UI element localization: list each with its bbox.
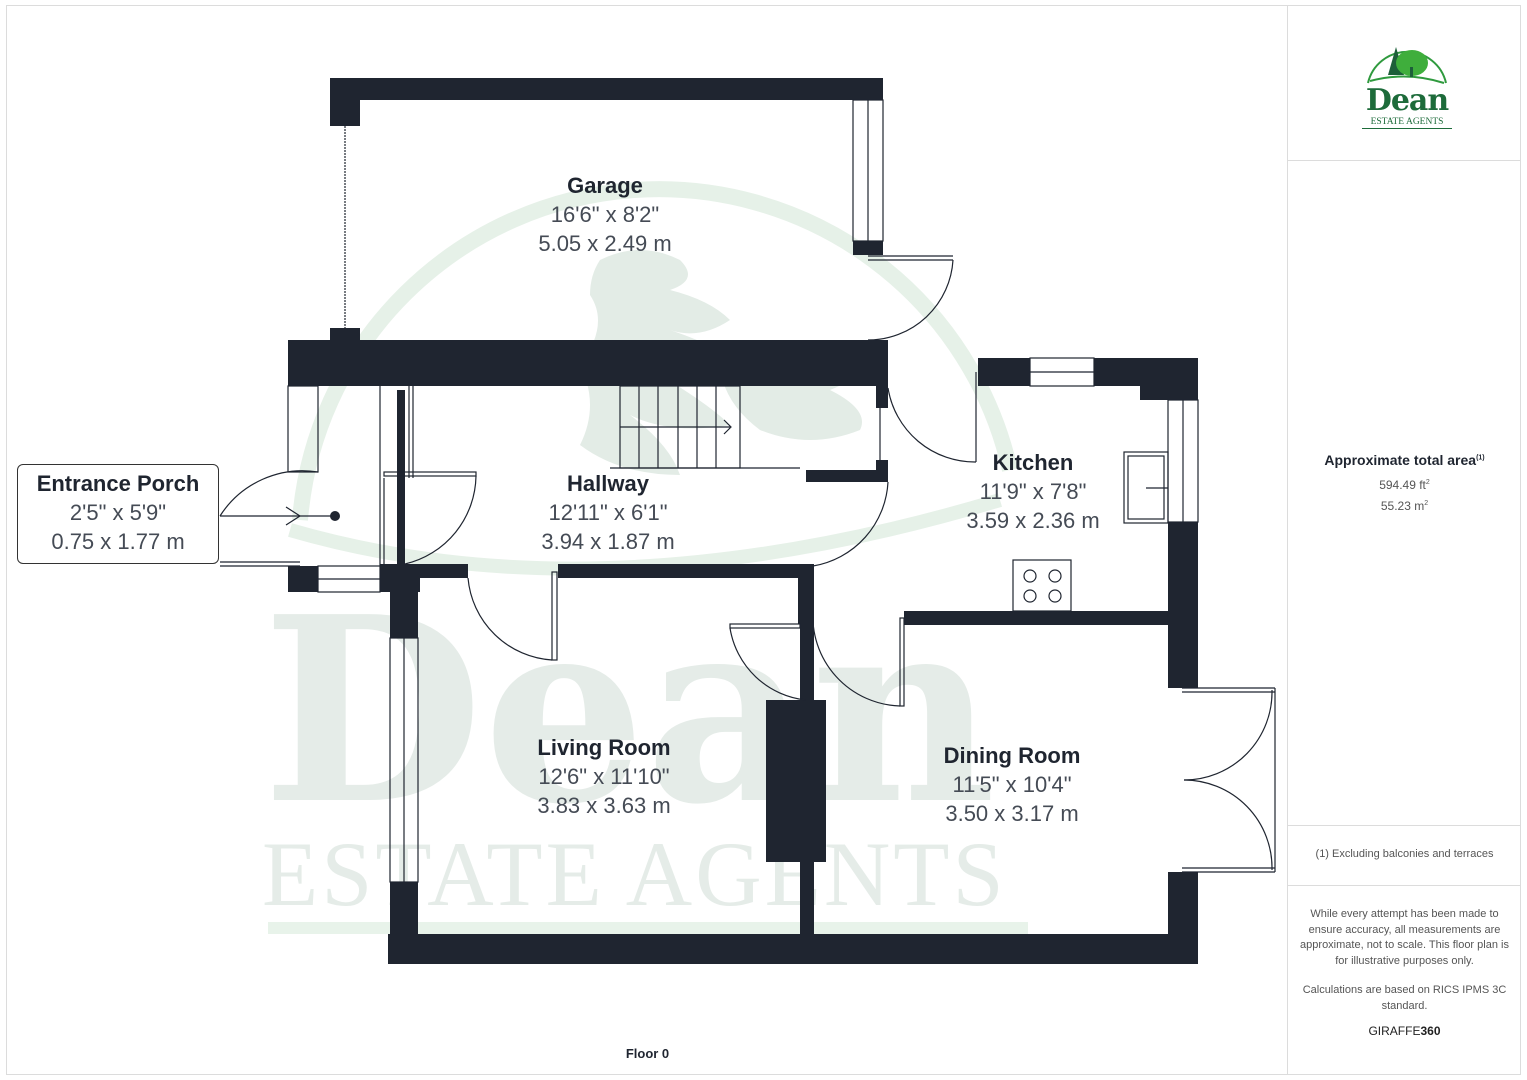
- svg-text:Dean: Dean: [262, 562, 996, 861]
- room-hallway[interactable]: Hallway 12'11" x 6'1" 3.94 x 1.87 m: [508, 470, 708, 556]
- room-dim-metric: 5.05 x 2.49 m: [538, 231, 672, 256]
- info-sidebar: Dean ESTATE AGENTS Approximate total are…: [1287, 5, 1521, 1075]
- room-name: Hallway: [567, 471, 649, 496]
- divider: [1288, 885, 1521, 886]
- disclaimer: While every attempt has been made to ens…: [1300, 908, 1509, 967]
- room-name: Entrance Porch: [36, 471, 200, 496]
- logo-word: Dean: [1365, 83, 1449, 118]
- tree-logo-icon: [1367, 47, 1447, 84]
- page-frame: [6, 5, 1521, 1075]
- fixtures: [219, 99, 1276, 883]
- room-dim-metric: 0.75 x 1.77 m: [51, 529, 185, 554]
- room-dim-imperial: 11'9" x 7'8": [979, 479, 1087, 504]
- footnote: (1) Excluding balconies and terraces: [1315, 848, 1494, 860]
- room-entrance-porch[interactable]: Entrance Porch 2'5" x 5'9" 0.75 x 1.77 m: [17, 464, 219, 564]
- room-name: Garage: [567, 173, 643, 198]
- svg-text:ESTATE AGENTS: ESTATE AGENTS: [262, 823, 1007, 925]
- logo-sub: ESTATE AGENTS: [1362, 117, 1452, 129]
- walls: [288, 78, 1198, 964]
- area-metric: 55.23 m2: [1380, 499, 1429, 513]
- room-kitchen[interactable]: Kitchen 11'9" x 7'8" 3.59 x 2.36 m: [933, 449, 1133, 535]
- room-garage[interactable]: Garage 16'6" x 8'2" 5.05 x 2.49 m: [505, 172, 705, 258]
- divider: [1288, 160, 1521, 161]
- room-dim-imperial: 12'6" x 11'10": [538, 764, 670, 789]
- giraffe360-brand: GIRAFFE360: [1368, 1024, 1441, 1038]
- room-name: Dining Room: [943, 743, 1081, 768]
- room-dim-metric: 3.83 x 3.63 m: [537, 793, 671, 818]
- room-dim-metric: 3.59 x 2.36 m: [966, 508, 1100, 533]
- divider: [1288, 825, 1521, 826]
- room-dim-imperial: 11'5" x 10'4": [952, 772, 1072, 797]
- room-name: Kitchen: [992, 450, 1074, 475]
- room-dim-imperial: 2'5" x 5'9": [69, 500, 167, 525]
- room-dining-room[interactable]: Dining Room 11'5" x 10'4" 3.50 x 3.17 m: [912, 742, 1112, 828]
- calculation-note: Calculations are based on RICS IPMS 3C s…: [1302, 984, 1507, 1012]
- entry-dot: [330, 511, 340, 521]
- floor-label: Floor 0: [625, 1046, 670, 1061]
- area-title: Approximate total area(1): [1324, 452, 1485, 468]
- room-living-room[interactable]: Living Room 12'6" x 11'10" 3.83 x 3.63 m: [504, 734, 704, 820]
- room-dim-imperial: 12'11" x 6'1": [548, 500, 668, 525]
- floor-plan: Dean ESTATE AGENTS: [219, 78, 1276, 964]
- room-dim-metric: 3.94 x 1.87 m: [541, 529, 675, 554]
- room-dim-imperial: 16'6" x 8'2": [550, 202, 660, 227]
- dean-logo: Dean ESTATE AGENTS: [1362, 37, 1452, 129]
- room-name: Living Room: [537, 735, 671, 760]
- room-dim-metric: 3.50 x 3.17 m: [945, 801, 1079, 826]
- area-imperial: 594.49 ft2: [1379, 478, 1430, 492]
